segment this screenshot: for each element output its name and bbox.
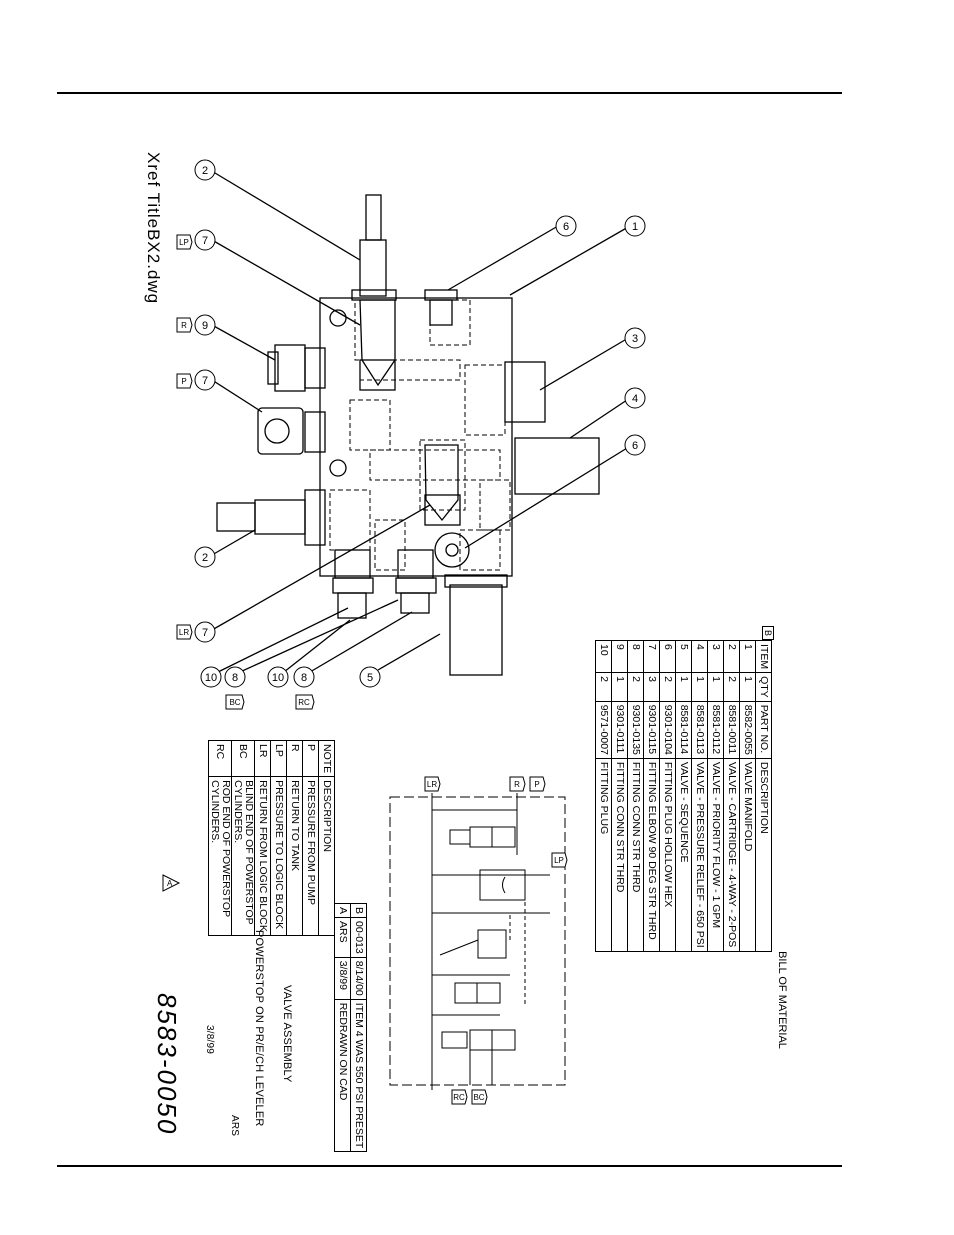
port-tag: R (176, 317, 193, 333)
svg-text:6: 6 (632, 440, 638, 452)
balloon-item: 6 (624, 434, 646, 456)
balloon-item: 7 (194, 621, 216, 643)
port-tag: LR (176, 624, 193, 640)
balloon-item: 9 (194, 314, 216, 336)
balloon-item: 4 (624, 387, 646, 409)
balloon-item: 5 (359, 666, 381, 688)
balloon-item: 3 (624, 327, 646, 349)
drawn-by: ARS (229, 1115, 240, 1137)
schematic-port-p: P (529, 776, 546, 792)
schematic-port-r: R (509, 776, 526, 792)
title-line-2: POWERSTOP ON PR/E/CH LEVELER (253, 930, 265, 1127)
port-tag: LP (176, 234, 193, 250)
bom-header: QTY (755, 672, 772, 702)
svg-text:BC: BC (229, 698, 240, 707)
table-header-row: ITEM QTY PART NO. DESCRIPTION (755, 640, 772, 952)
bill-of-material: BILL OF MATERIAL B ITEM QTY PART NO. DES… (595, 626, 788, 1049)
schematic-port-bc: BC (471, 1089, 488, 1105)
svg-text:P: P (534, 780, 539, 789)
bom-header: DESCRIPTION (755, 758, 772, 952)
balloon-item: 1 (624, 215, 646, 237)
port-tag: P (176, 373, 193, 389)
svg-text:6: 6 (563, 221, 569, 233)
svg-text:9: 9 (202, 320, 208, 332)
svg-text:8: 8 (232, 672, 238, 684)
port-tag: BC (225, 694, 245, 710)
revision-triangle-icon: A (162, 874, 181, 892)
svg-text:LP: LP (554, 856, 564, 865)
balloon-item: 10 (267, 666, 289, 688)
svg-text:1: 1 (632, 221, 638, 233)
top-rule (57, 92, 842, 94)
svg-text:RC: RC (298, 698, 310, 707)
balloon-item: 10 (200, 666, 222, 688)
balloon-item: 7 (194, 229, 216, 251)
svg-text:4: 4 (632, 393, 638, 405)
svg-text:A: A (167, 879, 173, 888)
bom-header: PART NO. (755, 701, 772, 759)
bom-rev-flag: B (762, 626, 774, 640)
svg-text:8: 8 (301, 672, 307, 684)
hydraulic-schematic: LR R P LP RC BC (389, 776, 568, 1105)
balloon-item: 6 (555, 215, 577, 237)
port-tag: RC (295, 694, 315, 710)
svg-text:P: P (181, 377, 186, 386)
svg-text:R: R (514, 780, 520, 789)
balloon-item: 7 (194, 369, 216, 391)
balloon-item: 8 (293, 666, 315, 688)
balloon-item: 2 (194, 159, 216, 181)
svg-text:5: 5 (367, 672, 373, 684)
svg-text:BC: BC (473, 1093, 484, 1102)
drawing-number: 8583-0050 (152, 993, 182, 1136)
svg-text:R: R (181, 321, 187, 330)
svg-text:10: 10 (272, 672, 284, 684)
svg-text:LP: LP (179, 238, 189, 247)
svg-text:10: 10 (205, 672, 217, 684)
bom-header: ITEM (755, 640, 772, 673)
svg-text:LR: LR (427, 780, 437, 789)
svg-text:7: 7 (202, 627, 208, 639)
schematic-port-lp: LP (551, 852, 568, 868)
bom-title: BILL OF MATERIAL (776, 951, 788, 1049)
svg-text:7: 7 (202, 235, 208, 247)
svg-text:2: 2 (202, 165, 208, 177)
svg-text:3: 3 (632, 333, 638, 345)
svg-text:RC: RC (453, 1093, 465, 1102)
drawing-date: 3/8/99 (204, 1025, 215, 1055)
balloon-item: 2 (194, 546, 216, 568)
svg-text:LR: LR (179, 628, 189, 637)
schematic-port-lr: LR (424, 776, 441, 792)
schematic-port-rc: RC (451, 1089, 468, 1105)
bottom-rule (57, 1165, 842, 1167)
title-line-1: VALVE ASSEMBLY (281, 985, 293, 1083)
svg-text:2: 2 (202, 552, 208, 564)
svg-text:7: 7 (202, 375, 208, 387)
balloon-item: 8 (224, 666, 246, 688)
